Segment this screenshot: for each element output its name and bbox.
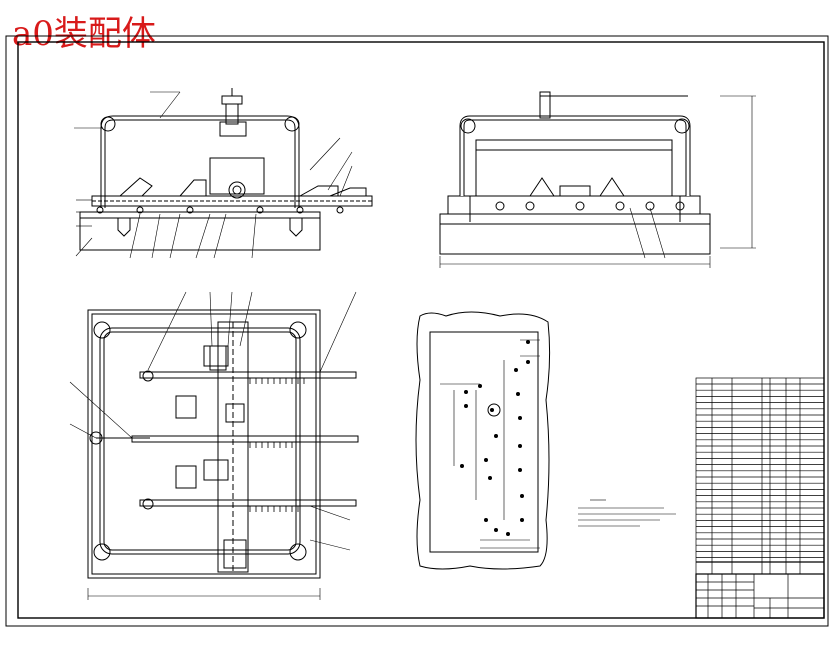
drawing-title-stamp: a0装配体 (12, 14, 156, 54)
title-block (695, 573, 825, 619)
detail-view (415, 311, 676, 570)
side-view (439, 91, 756, 268)
front-view (74, 88, 373, 259)
inner-border (17, 41, 825, 619)
parts-list (695, 377, 825, 575)
top-view (69, 291, 359, 600)
outer-border (5, 35, 829, 627)
